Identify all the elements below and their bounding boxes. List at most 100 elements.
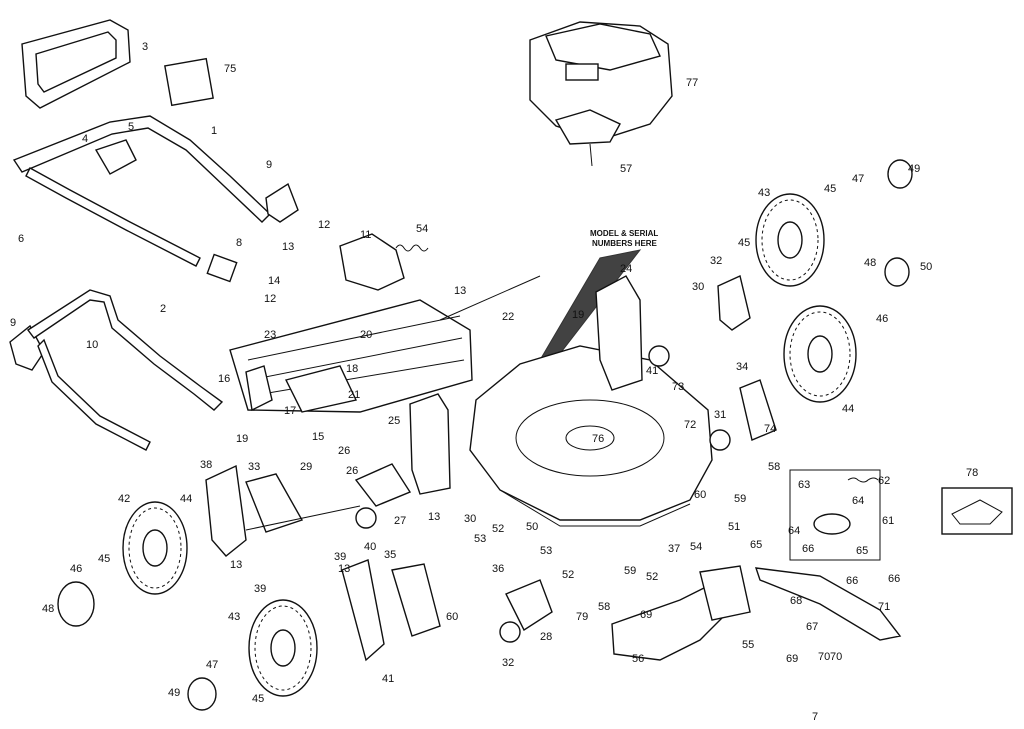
- part-number-label: 78: [966, 467, 978, 479]
- part-number-label: 13: [230, 559, 242, 571]
- rod: [245, 505, 361, 531]
- part-number-label: 70: [818, 651, 830, 663]
- part-number-label: 39: [334, 551, 346, 563]
- part-number-label: 29: [300, 461, 312, 473]
- part-number-label: 12: [264, 293, 276, 305]
- part-number-label: 69: [640, 609, 652, 621]
- part-number-label: 34: [736, 361, 748, 373]
- part-number-label: 53: [540, 545, 552, 557]
- part-number-label: 26: [346, 465, 358, 477]
- part-number-label: 11: [360, 229, 371, 241]
- part-number-label: 45: [98, 553, 110, 565]
- part-number-label: 71: [878, 601, 890, 613]
- part-number-label: 48: [42, 603, 54, 615]
- part-number-label: 64: [788, 525, 800, 537]
- part-number-label: 44: [842, 403, 854, 415]
- part-number-label: 9: [10, 317, 16, 329]
- lower-handle: [26, 289, 224, 451]
- part-number-label: 48: [864, 257, 876, 269]
- height-bracket: [409, 393, 451, 495]
- part-number-label: 39: [254, 583, 266, 595]
- part-number-label: 51: [728, 521, 740, 533]
- hub-cap: [884, 257, 910, 287]
- hub-cap: [887, 159, 913, 189]
- svg-text:MODEL & SERIAL: MODEL & SERIAL: [590, 229, 658, 238]
- part-number-label: 70: [830, 651, 842, 663]
- blade-assembly-box: [789, 469, 881, 561]
- part-number-label: 38: [200, 459, 212, 471]
- axle-arm: [739, 379, 777, 441]
- part-number-label: 46: [70, 563, 82, 575]
- hub-cap: [57, 581, 95, 627]
- part-number-label: 7: [812, 711, 818, 723]
- part-number-label: 27: [394, 515, 406, 527]
- axle-arm: [717, 275, 751, 331]
- part-number-label: 58: [598, 601, 610, 613]
- part-number-label: 52: [492, 523, 504, 535]
- decal: [164, 57, 214, 107]
- blade-adapter: [813, 513, 851, 535]
- mower-deck: [469, 345, 713, 527]
- part-number-label: 66: [888, 573, 900, 585]
- axle-bracket: [391, 563, 441, 637]
- part-number-label: 32: [710, 255, 722, 267]
- part-number-label: 43: [758, 187, 770, 199]
- part-number-label: 49: [168, 687, 180, 699]
- part-number-label: 14: [268, 275, 280, 287]
- part-number-label: 73: [672, 381, 684, 393]
- part-number-label: 16: [218, 373, 230, 385]
- rod: [439, 275, 541, 321]
- part-number-label: 15: [312, 431, 324, 443]
- part-number-label: 54: [690, 541, 702, 553]
- hub-cap: [187, 677, 217, 711]
- part-number-label: 2: [160, 303, 166, 315]
- part-number-label: 75: [224, 63, 236, 75]
- part-number-label: 45: [824, 183, 836, 195]
- part-number-label: 50: [526, 521, 538, 533]
- part-number-label: 52: [646, 571, 658, 583]
- height-bracket: [595, 275, 643, 391]
- part-number-label: 30: [464, 513, 476, 525]
- part-number-label: 69: [786, 653, 798, 665]
- part-number-label: 60: [446, 611, 458, 623]
- wheel: [755, 193, 825, 287]
- part-number-label: 49: [908, 163, 920, 175]
- part-number-label: 18: [346, 363, 358, 375]
- bracket: [339, 233, 405, 291]
- part-number-label: 33: [248, 461, 260, 473]
- part-number-label: 37: [668, 543, 680, 555]
- part-number-label: 79: [576, 611, 588, 623]
- bracket: [245, 365, 273, 412]
- height-adjuster: [341, 559, 385, 662]
- part-number-label: 67: [806, 621, 818, 633]
- part-number-label: 77: [686, 77, 698, 89]
- part-number-label: 19: [236, 433, 248, 445]
- part-number-label: 59: [624, 565, 636, 577]
- part-number-label: 30: [692, 281, 704, 293]
- part-number-label: 6: [18, 233, 24, 245]
- part-number-label: 47: [206, 659, 218, 671]
- part-number-label: 47: [852, 173, 864, 185]
- upper-handle: [12, 115, 272, 283]
- part-number-label: 35: [384, 549, 396, 561]
- handle-panel: [21, 19, 131, 109]
- wheel: [122, 501, 188, 595]
- part-number-label: 58: [768, 461, 780, 473]
- part-number-label: 12: [318, 219, 330, 231]
- part-number-label: 3: [142, 41, 148, 53]
- bushing: [355, 507, 377, 529]
- part-number-label: 4: [82, 133, 88, 145]
- part-number-label: 65: [856, 545, 868, 557]
- part-number-label: 44: [180, 493, 192, 505]
- deflector: [284, 365, 358, 413]
- height-adjuster: [205, 464, 247, 557]
- part-number-label: 23: [264, 329, 276, 341]
- spring: [847, 477, 879, 483]
- part-number-label: 9: [266, 159, 272, 171]
- part-number-label: 59: [734, 493, 746, 505]
- detail-sketch: [951, 499, 1003, 525]
- part-number-label: 63: [798, 479, 810, 491]
- part-number-label: 74: [764, 423, 776, 435]
- part-number-label: 20: [360, 329, 372, 341]
